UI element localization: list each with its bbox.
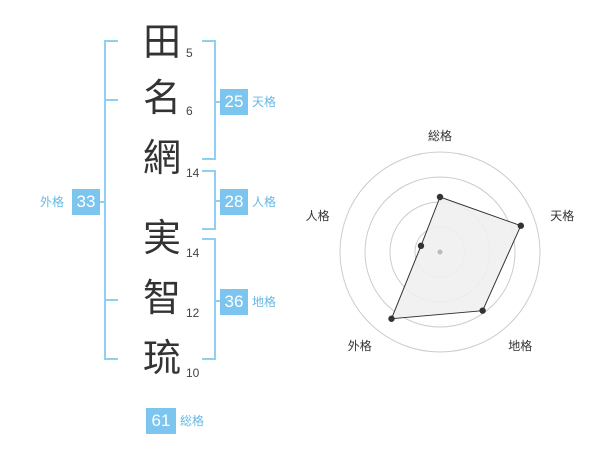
stroke-count-1: 5 [186, 46, 193, 60]
radar-point-1 [436, 193, 444, 201]
chikaku-bracket [202, 238, 216, 360]
radar-axis-label-5: 人格 [306, 208, 330, 223]
radar-point-5 [417, 242, 425, 250]
stroke-count-3: 14 [186, 166, 200, 180]
gaikaku-bracket [104, 40, 118, 360]
radar-grid-ring [339, 151, 541, 353]
radar-axis-label-1: 総格 [428, 128, 452, 143]
gaikaku-bracket-tick-bottom [104, 299, 118, 301]
radar-grid-ring [364, 176, 516, 328]
jinkaku-connector [214, 200, 222, 202]
stroke-count-5: 12 [186, 306, 200, 320]
gaikaku-connector [98, 201, 106, 203]
tenkaku-connector [214, 101, 222, 103]
name-char-2: 名 [142, 76, 181, 120]
stroke-count-6: 10 [186, 366, 200, 380]
gaikaku-badge: 33 [72, 189, 100, 215]
stroke-count-2: 6 [186, 104, 193, 118]
name-char-1: 田 [142, 20, 181, 64]
gaikaku-label: 外格 [40, 195, 65, 209]
tenkaku-label: 天格 [252, 95, 277, 109]
name-char-6: 琉 [142, 336, 181, 380]
radar-point-2 [517, 222, 525, 229]
radar-axis-label-4: 外格 [348, 338, 372, 353]
jinkaku-badge: 28 [220, 189, 248, 215]
name-char-4: 実 [142, 216, 181, 260]
stroke-count-4: 14 [186, 246, 200, 260]
soukaku-badge: 61 [146, 408, 176, 434]
radar-data-polygon [390, 196, 522, 320]
chikaku-connector [214, 300, 222, 302]
tenkaku-bracket [202, 40, 216, 160]
radar-point-4 [388, 315, 395, 322]
chikaku-badge: 36 [220, 289, 248, 315]
jinkaku-label: 人格 [252, 195, 277, 209]
chikaku-label: 地格 [252, 295, 277, 309]
name-char-3: 網 [142, 136, 181, 180]
radar-point-3 [479, 307, 486, 314]
gaikaku-bracket-tick-top [104, 99, 118, 101]
name-char-5: 智 [142, 276, 181, 320]
radar-axis-label-3: 地格 [508, 338, 532, 353]
radar-center-dot [437, 249, 443, 255]
soukaku-label: 総格 [180, 414, 205, 428]
radar-axis-label-2: 天格 [550, 208, 574, 223]
tenkaku-badge: 25 [220, 89, 248, 115]
